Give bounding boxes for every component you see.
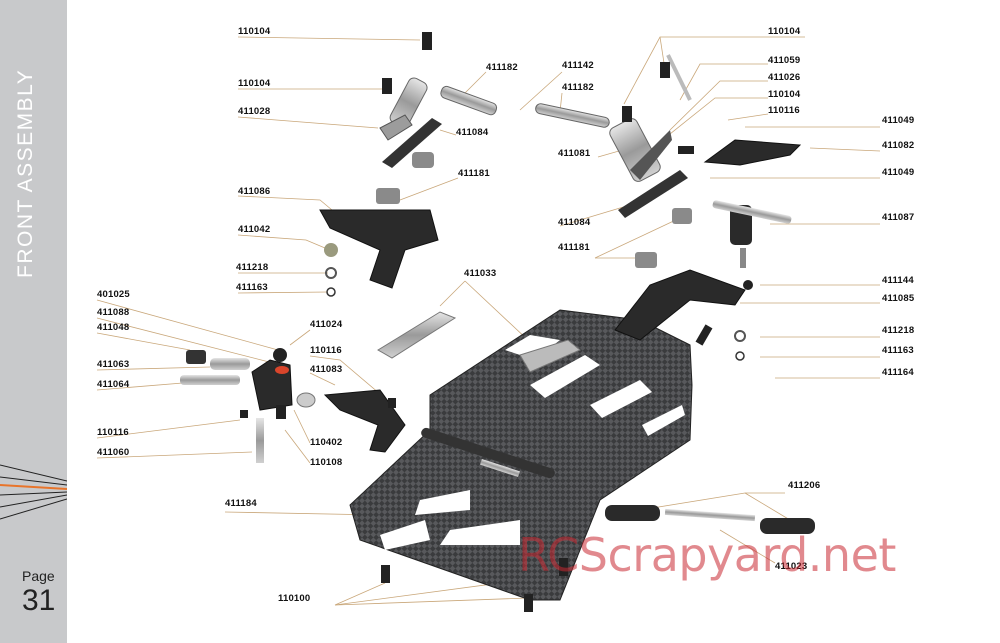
part-label: 411085 [882, 293, 915, 304]
part-label: 411218 [236, 262, 269, 273]
part-label: 411081 [558, 148, 591, 159]
screw [524, 594, 533, 612]
part-label: 411181 [558, 242, 590, 253]
part-label: 411059 [768, 55, 801, 66]
part-label: 411164 [882, 367, 914, 378]
part-label: 411163 [236, 282, 268, 293]
front-mount-left [319, 188, 439, 297]
upper-arm-right [609, 54, 802, 218]
sidebar: FRONT ASSEMBLY Page 31 [0, 0, 67, 643]
front-mount-right [614, 200, 792, 361]
watermark: RCScrapyard.net [518, 528, 896, 582]
part-label: 411086 [238, 186, 271, 197]
part-label: 411144 [882, 275, 914, 286]
part-label: 411063 [97, 359, 130, 370]
part-label: 110104 [768, 89, 801, 100]
page-label: Page [22, 568, 55, 584]
part-label: 411206 [788, 480, 821, 491]
sidebar-stripes [0, 464, 67, 520]
screw [381, 565, 390, 583]
part-label: 411024 [310, 319, 343, 330]
stiffener [377, 311, 457, 359]
part-label: 110104 [768, 26, 801, 37]
part-label: 411163 [882, 345, 914, 356]
part-label: 110104 [238, 78, 271, 89]
stiffener-2 [519, 339, 581, 373]
part-label: 110104 [238, 26, 271, 37]
part-label: 411042 [238, 224, 271, 235]
part-label: 411084 [456, 127, 489, 138]
part-label: 411182 [562, 82, 594, 93]
part-label: 411060 [97, 447, 130, 458]
part-label: 411142 [562, 60, 594, 71]
part-label: 411182 [486, 62, 518, 73]
steering-rod [421, 427, 815, 534]
part-label: 110116 [768, 105, 800, 116]
part-label: 110116 [97, 427, 129, 438]
part-label: 411084 [558, 217, 591, 228]
upper-arm-left [379, 32, 610, 168]
part-label: 411181 [458, 168, 490, 179]
part-label: 401025 [97, 289, 130, 300]
part-label: 411049 [882, 167, 915, 178]
part-label: 411088 [97, 307, 130, 318]
part-label: 411083 [310, 364, 343, 375]
leader-lines [96, 36, 881, 606]
part-label: 411218 [882, 325, 915, 336]
part-label: 110116 [310, 345, 342, 356]
part-label: 411033 [464, 268, 497, 279]
part-label: 411184 [225, 498, 257, 509]
part-label: 411026 [768, 72, 801, 83]
lower-left-parts [180, 348, 406, 463]
part-label: 411048 [97, 322, 130, 333]
part-label: 411082 [882, 140, 915, 151]
part-label: 411023 [775, 561, 808, 572]
screw [559, 558, 568, 576]
part-label: 411087 [882, 212, 915, 223]
part-label: 110108 [310, 457, 343, 468]
part-label: 110100 [278, 593, 311, 604]
page-number: 31 [22, 584, 56, 617]
part-label: 411064 [97, 379, 130, 390]
part-label: 110402 [310, 437, 343, 448]
chassis-plate [349, 309, 693, 601]
part-label: 411049 [882, 115, 915, 126]
part-label: 411028 [238, 106, 271, 117]
